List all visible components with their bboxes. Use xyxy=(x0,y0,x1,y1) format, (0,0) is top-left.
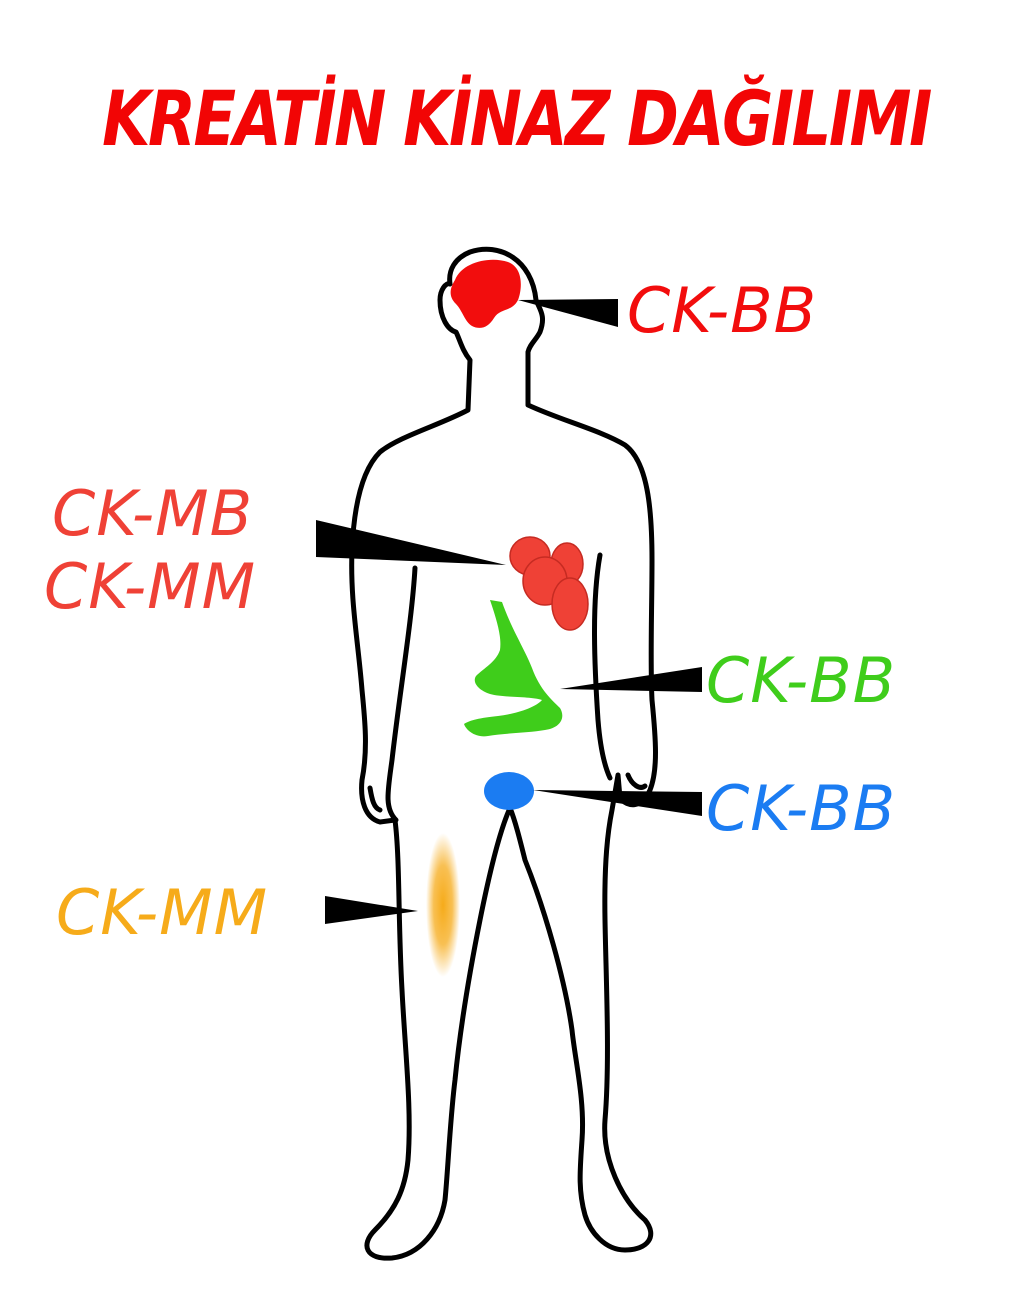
bladder-icon xyxy=(484,772,534,810)
label-bladder: CK-BB xyxy=(706,772,896,845)
body-outline xyxy=(349,246,658,1261)
stomach-intestine-icon xyxy=(464,600,563,737)
muscle-icon xyxy=(426,833,460,977)
label-heart-mm: CK-MM xyxy=(44,550,256,623)
page-title: KREATİN KİNAZ DAĞILIMI xyxy=(102,74,932,163)
label-heart-mb: CK-MB xyxy=(52,477,253,550)
label-brain: CK-BB xyxy=(627,274,817,347)
heart-pointer xyxy=(316,520,506,565)
bladder-pointer xyxy=(533,790,702,816)
brain-pointer xyxy=(518,299,618,327)
label-gi: CK-BB xyxy=(706,644,896,717)
label-muscle: CK-MM xyxy=(56,876,268,949)
gi-pointer xyxy=(560,667,702,692)
brain-icon xyxy=(450,259,521,328)
heart-icon xyxy=(509,536,589,631)
muscle-pointer xyxy=(325,896,418,924)
